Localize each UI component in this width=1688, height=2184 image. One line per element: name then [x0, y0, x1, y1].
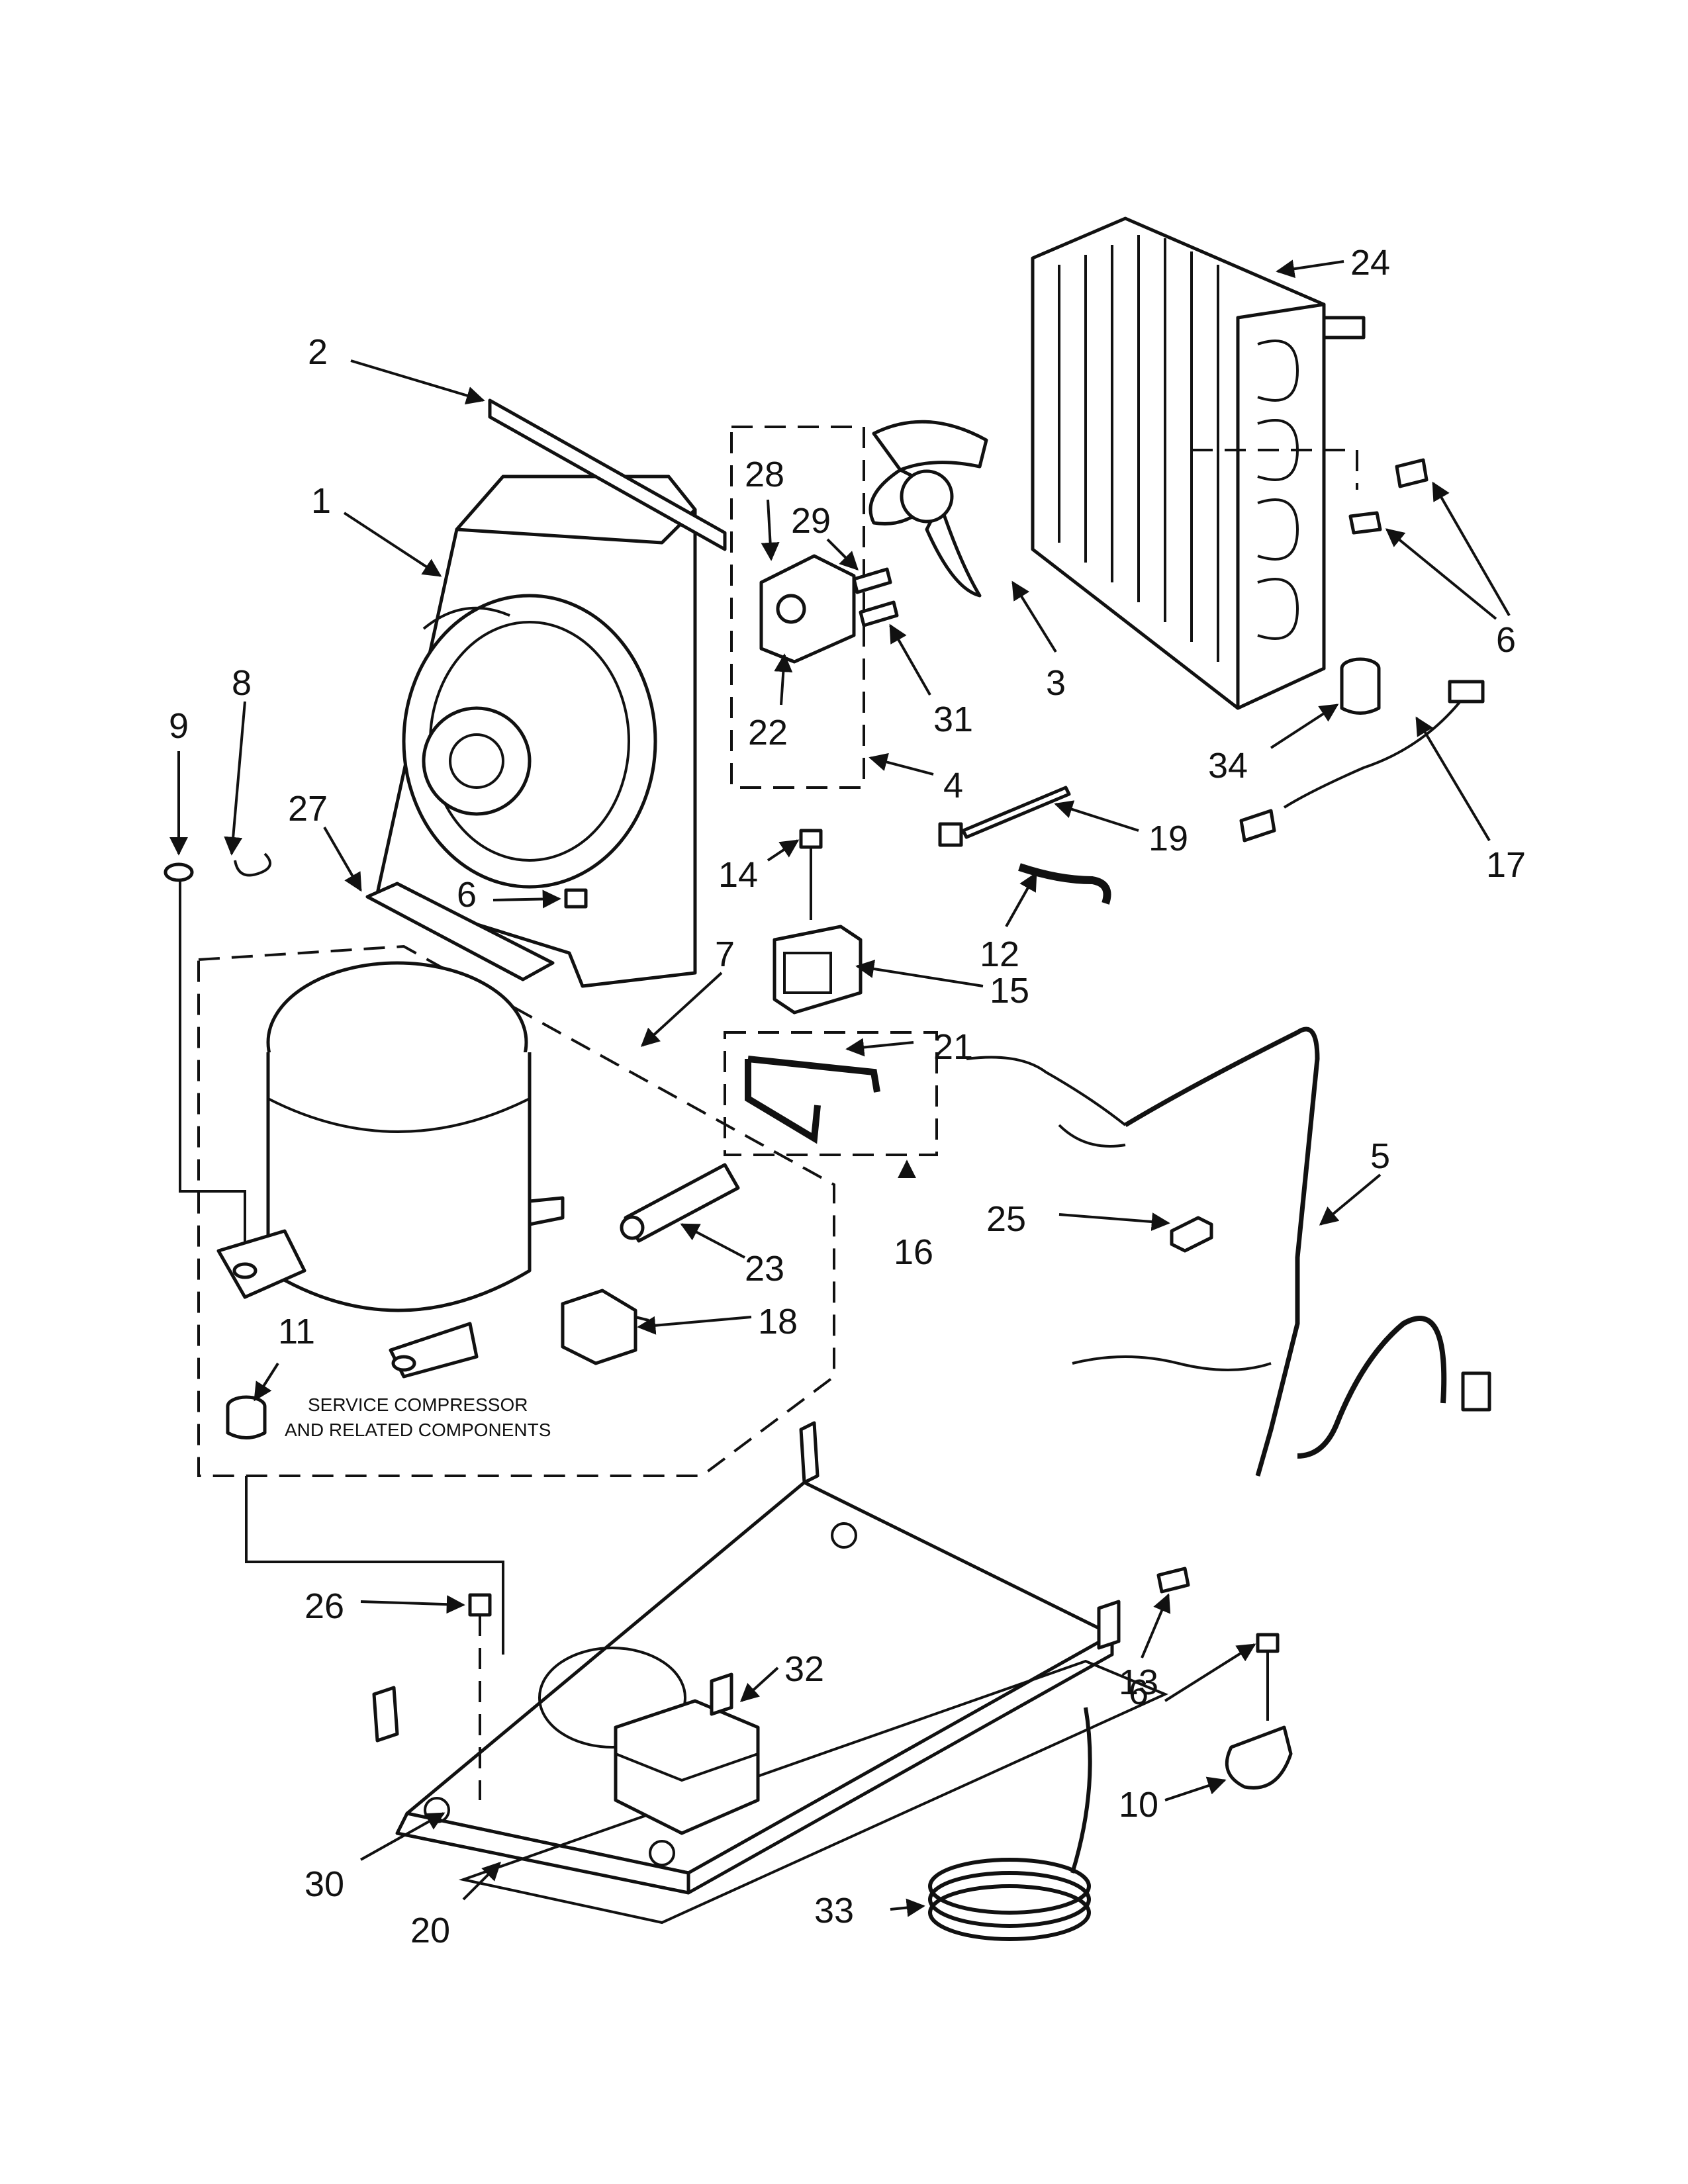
valve-coil-part [773, 925, 863, 1015]
callout-13: 13 [1119, 1662, 1158, 1702]
relay-part [561, 1289, 649, 1365]
callout-21: 21 [933, 1027, 973, 1067]
drain-tube-part [928, 1707, 1092, 1941]
valve-bracket-part [745, 1056, 880, 1144]
screw-6-shroud-part [564, 888, 588, 909]
seal-strip-part [488, 398, 727, 551]
callout-6-condenser: 6 [1496, 620, 1516, 660]
callout-6-shroud: 6 [457, 875, 477, 915]
bracket-25-part [1170, 1216, 1213, 1253]
callout-9: 9 [169, 706, 189, 746]
callout-6-bottom: 6 [1129, 1672, 1149, 1712]
callout-23: 23 [745, 1249, 784, 1289]
callout-29: 29 [791, 501, 831, 541]
screw-6-condenser-part [1348, 458, 1429, 535]
fan-motor-part [759, 554, 856, 664]
dryer-filter-part [620, 1163, 740, 1243]
callout-10: 10 [1119, 1785, 1158, 1825]
callout-32: 32 [784, 1649, 824, 1689]
cable-tie-part [938, 786, 1071, 847]
clip-part [234, 852, 271, 877]
callout-31: 31 [933, 700, 973, 739]
grommet-part [226, 1395, 267, 1439]
screw-29-part [852, 567, 892, 594]
gasket-part [365, 882, 555, 981]
callout-16: 16 [894, 1232, 933, 1272]
callout-14: 14 [718, 855, 758, 895]
callout-17: 17 [1486, 845, 1526, 885]
callout-7: 7 [715, 934, 735, 974]
callout-2: 2 [308, 332, 328, 372]
callout-12: 12 [980, 934, 1019, 974]
callout-18: 18 [758, 1302, 798, 1342]
pump-part [614, 1672, 760, 1835]
callout-28: 28 [745, 455, 784, 494]
screw-31-part [859, 600, 899, 627]
callout-15: 15 [990, 971, 1029, 1011]
callout-27: 27 [288, 789, 328, 829]
callout-34: 34 [1208, 746, 1248, 786]
fan-blade-part [868, 420, 988, 598]
harness-17-part [1239, 680, 1485, 842]
callout-3: 3 [1046, 663, 1066, 703]
callout-19: 19 [1149, 819, 1188, 858]
leader-lines [169, 259, 1511, 1917]
callout-1: 1 [311, 481, 331, 521]
callout-labels: 1 2 3 4 5 6 6 6 7 8 9 10 11 12 13 14 15 … [169, 243, 1526, 1950]
washer-part [164, 862, 194, 882]
screw-26-part [468, 1593, 492, 1617]
wiring-harness-part [966, 1026, 1491, 1477]
callout-26: 26 [305, 1586, 344, 1626]
callout-8: 8 [232, 663, 252, 703]
callout-11: 11 [278, 1312, 315, 1351]
tube-part [1018, 863, 1111, 905]
callout-4: 4 [943, 766, 963, 805]
callout-22: 22 [748, 713, 788, 752]
service-note: SERVICE COMPRESSOR AND RELATED COMPONENT… [285, 1394, 551, 1440]
capacitor-part [1340, 657, 1381, 715]
fan-motor-assembly-box [730, 426, 865, 789]
compressor-part [216, 961, 565, 1379]
base-plate-part [458, 1659, 1169, 1925]
screw-13-part [1156, 1567, 1190, 1594]
service-note-line1: SERVICE COMPRESSOR [308, 1394, 528, 1415]
compressor-group-box [197, 944, 835, 1477]
screw-6-bottom-part [1256, 1633, 1280, 1721]
base-pan-part [372, 1421, 1121, 1895]
callout-33: 33 [814, 1891, 854, 1931]
fan-shroud-part [375, 475, 697, 988]
callout-24: 24 [1350, 243, 1390, 283]
callout-5: 5 [1370, 1136, 1390, 1176]
service-note-line2: AND RELATED COMPONENTS [285, 1420, 551, 1440]
condenser-part [1031, 216, 1366, 710]
callout-20: 20 [410, 1911, 450, 1950]
callout-30: 30 [305, 1864, 344, 1904]
connection-lines [179, 449, 1358, 1800]
clamp-part [1225, 1725, 1293, 1790]
screw-14-part [799, 829, 823, 920]
valve-bracket-box [724, 1031, 938, 1156]
callout-25: 25 [986, 1199, 1026, 1239]
